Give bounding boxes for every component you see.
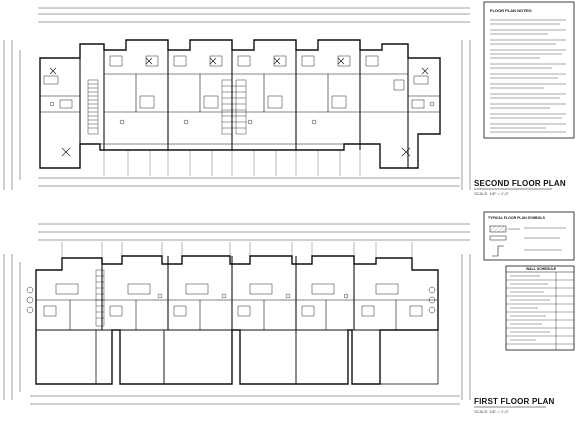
first-floor-plan-title: FIRST FLOOR PLAN: [474, 397, 555, 406]
first-floor-garages: [35, 329, 439, 385]
floor-plan-symbols-heading: TYPICAL FLOOR PLAN SYMBOLS: [488, 216, 545, 220]
second-floor-stairs: [87, 79, 247, 135]
second-floor-partitions: [40, 73, 440, 145]
first-floor-grid-lines: [61, 242, 413, 258]
first-floor-unit-walls: [36, 256, 438, 331]
first-floor-top-dimensions: [38, 223, 470, 241]
second-floor-bottom-dimensions: [38, 177, 460, 187]
first-floor-right-dimensions: [461, 254, 471, 400]
first-floor-plan-scale: SCALE: 1/8" = 1'-0": [474, 409, 509, 414]
first-floor-fixtures: [26, 283, 436, 317]
notes-text-lines: [490, 19, 566, 133]
floor-plan-symbols-panel: [483, 211, 575, 261]
second-floor-grid-lines: [103, 150, 361, 176]
floor-plan-notes-panel: [483, 1, 575, 139]
first-floor-stairs: [95, 269, 105, 327]
second-floor-open-to-below-marks: [49, 57, 429, 157]
first-floor-left-dimensions: [3, 254, 21, 400]
first-floor-plan: [3, 223, 471, 405]
first-floor-partitions: [36, 299, 438, 330]
second-floor-top-dimensions: [38, 7, 470, 23]
second-floor-plan: [3, 7, 471, 190]
first-floor-bottom-dimensions: [30, 395, 460, 405]
floor-plan-notes-heading: FLOOR PLAN NOTES:: [490, 8, 533, 13]
second-floor-plan-scale: SCALE: 1/8" = 1'-0": [474, 191, 509, 196]
second-floor-plan-title: SECOND FLOOR PLAN: [474, 179, 566, 188]
wall-schedule-panel: [505, 265, 575, 351]
second-floor-left-dimensions: [3, 40, 21, 190]
second-floor-right-dimensions: [461, 40, 471, 190]
second-floor-fixtures: [43, 55, 435, 125]
wall-schedule-heading: WALL SCHEDULE: [526, 267, 557, 271]
